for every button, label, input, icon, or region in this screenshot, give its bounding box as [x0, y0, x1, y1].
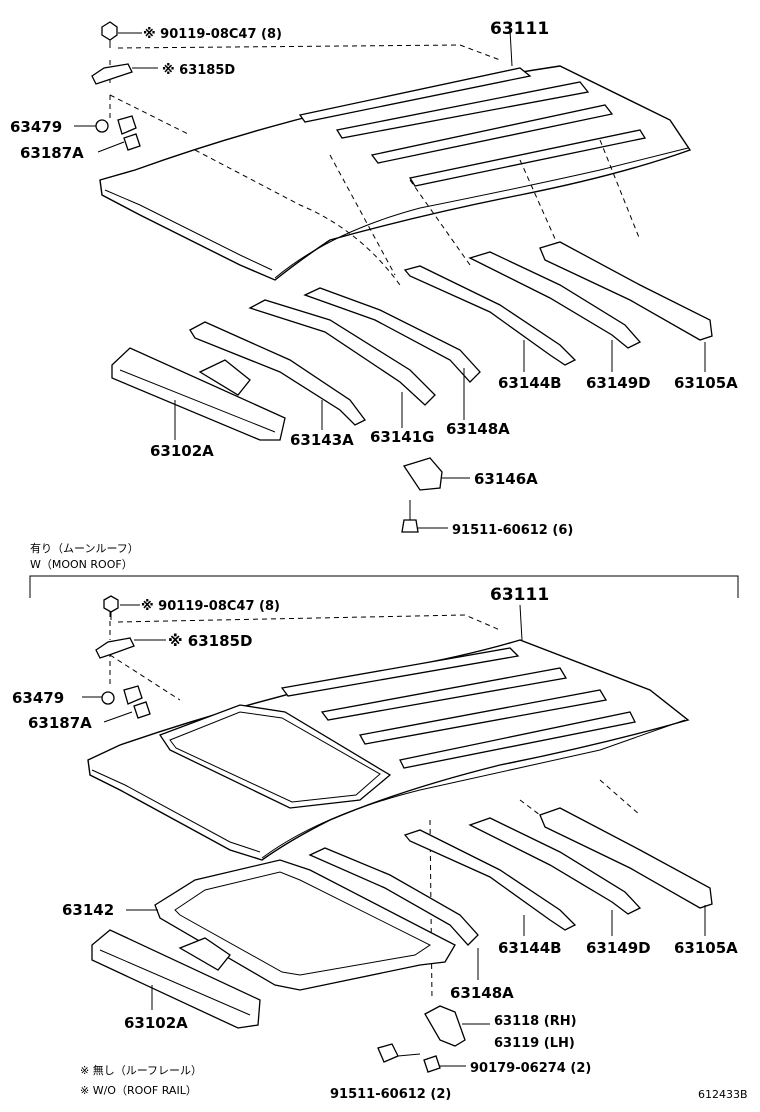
label-front-rail-bottom: 63105A	[674, 939, 738, 957]
label-bracket-bottom: ※ 63185D	[168, 632, 252, 650]
front-rail-63105A-top	[539, 241, 713, 341]
label-bow3-bottom: 63148A	[450, 984, 514, 1002]
section-bracket-line	[29, 575, 739, 598]
bottom-diagram	[82, 595, 713, 1073]
label-nut-bottom: 63479	[12, 689, 64, 707]
label-bow5-bottom: 63149D	[586, 939, 651, 957]
section-title-jp: 有り（ムーンルーフ）	[30, 541, 139, 555]
top-diagram	[74, 21, 713, 533]
bow-63143A-top	[189, 321, 366, 426]
label-nut2-bottom: 90179-06274 (2)	[470, 1061, 591, 1076]
bracket-63185D-bottom	[95, 637, 135, 659]
bow-63148A-bottom	[308, 847, 479, 946]
bow-63144B-bottom	[403, 829, 577, 931]
bow-63148A-top	[303, 287, 481, 383]
footnote-en: ※ W/O（ROOF RAIL）	[80, 1084, 197, 1097]
bracket-63146A-top	[402, 457, 443, 491]
label-bow4-top: 63144B	[498, 374, 562, 392]
diagram-id: 612433B	[698, 1088, 748, 1101]
front-rail-63105A-bottom	[539, 807, 713, 909]
label-bow4-bottom: 63144B	[498, 939, 562, 957]
bracket-63118-63119	[424, 1005, 466, 1047]
bow-63141G-top	[248, 299, 436, 406]
nut-63479-bottom	[101, 685, 143, 705]
label-bracket-top: ※ 63185D	[162, 63, 235, 78]
bolt-90119-top	[101, 21, 118, 48]
footnote-jp: ※ 無し（ルーフレール）	[80, 1063, 202, 1077]
label-bracket-lower-top: 63146A	[474, 470, 538, 488]
label-bow2-top: 63141G	[370, 428, 435, 446]
label-bracket-rh: 63118 (RH)	[494, 1014, 577, 1029]
rear-rail-63102A-bottom	[91, 929, 261, 1029]
clip-63187A-bottom	[133, 701, 151, 719]
bow-63149D-bottom	[468, 817, 642, 915]
label-screw-bottom: 91511-60612 (2)	[330, 1087, 451, 1102]
clip-63187A-top	[123, 133, 141, 151]
label-clip-bottom: 63187A	[28, 714, 92, 732]
label-frame-bottom: 63142	[62, 901, 114, 919]
bolt-90119-bottom	[103, 595, 119, 620]
nut-90179-bottom	[423, 1055, 441, 1073]
label-bracket-lh: 63119 (LH)	[494, 1036, 575, 1051]
sunroof-opening	[159, 704, 392, 809]
label-bow3-top: 63148A	[446, 420, 510, 438]
label-front-rail-top: 63105A	[674, 374, 738, 392]
rear-rail-63102A-top	[111, 347, 286, 441]
screw-91511-bottom	[377, 1043, 399, 1063]
label-rear-rail-top: 63102A	[150, 442, 214, 460]
screw-91511-top	[401, 500, 419, 533]
label-screw-top: 91511-60612 (6)	[452, 523, 573, 538]
label-roof-bottom: 63111	[490, 585, 549, 605]
label-bow5-top: 63149D	[586, 374, 651, 392]
label-rear-rail-bottom: 63102A	[124, 1014, 188, 1032]
sunroof-frame-63142	[154, 859, 456, 991]
label-roof-top: 63111	[490, 19, 549, 39]
label-nut-top: 63479	[10, 118, 62, 136]
bracket-63185D-top	[91, 63, 133, 85]
bow-63144B-top	[403, 265, 577, 366]
section-title-en: W（MOON ROOF）	[30, 558, 133, 571]
label-bolt-top: ※ 90119-08C47 (8)	[143, 27, 282, 42]
label-clip-top: 63187A	[20, 144, 84, 162]
bow-63149D-top	[468, 251, 642, 349]
label-bolt-bottom: ※ 90119-08C47 (8)	[141, 599, 280, 614]
nut-63479-top	[95, 115, 137, 135]
label-bow1-top: 63143A	[290, 431, 354, 449]
